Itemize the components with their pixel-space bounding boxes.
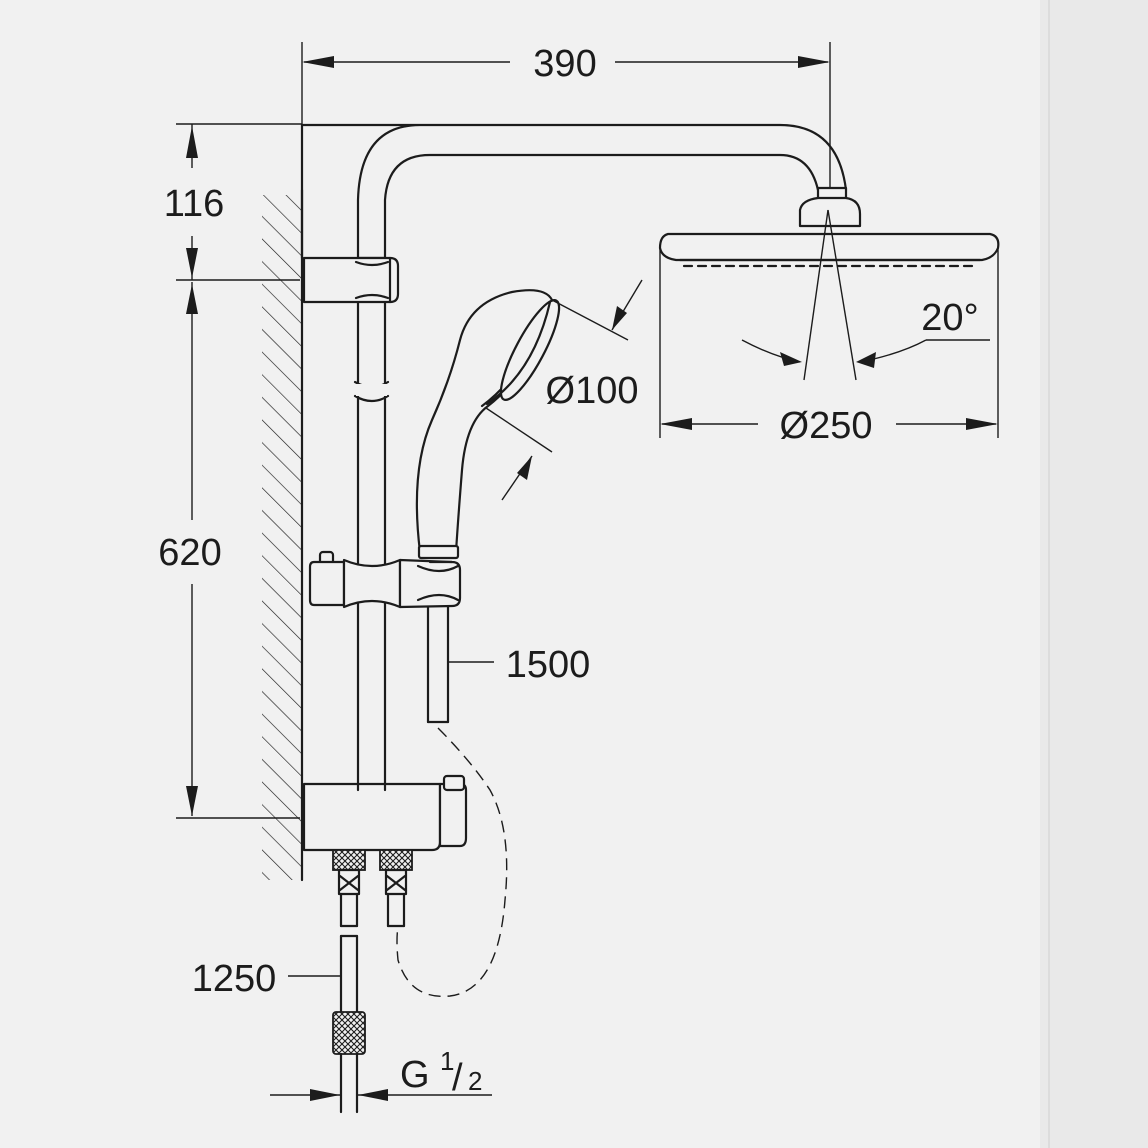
label-116: 116 [164,183,225,225]
hand-shower-hose [396,605,508,998]
bottom-mixer-bracket [302,774,468,852]
riser-rail [353,298,390,792]
label-thread-slash: / [452,1057,463,1099]
wall-hatching [262,195,302,880]
label-390: 390 [533,43,596,85]
label-hand-diameter: Ø100 [546,370,639,412]
dimension-vertical [176,123,302,819]
supply-hose [332,892,406,1114]
page-edge-line [1048,0,1050,1148]
label-1250: 1250 [192,958,277,1000]
label-thread-den: 2 [468,1066,482,1096]
hand-shower [415,289,561,564]
dimension-390 [301,42,831,188]
label-head-diameter: Ø250 [780,405,873,447]
shower-arm [300,123,848,260]
dimension-head-diameter [659,248,999,438]
label-620: 620 [158,532,221,574]
hand-shower-holder [398,558,462,609]
middle-wall-bracket [308,550,402,609]
label-angle: 20° [921,297,978,339]
label-thread-num: 1 [440,1046,454,1076]
dimension-hand-diameter [485,279,643,501]
label-1500: 1500 [506,644,591,686]
wall [262,188,304,882]
upper-wall-bracket [302,256,400,304]
inlet-nut-left [332,849,366,896]
dimension-thread [270,1089,492,1101]
swivel-angle-indicator [741,209,990,381]
label-thread-g: G [400,1054,430,1096]
head-shower [658,186,1000,268]
page-edge-strip [1040,0,1148,1148]
inlet-nut-right [379,849,413,896]
